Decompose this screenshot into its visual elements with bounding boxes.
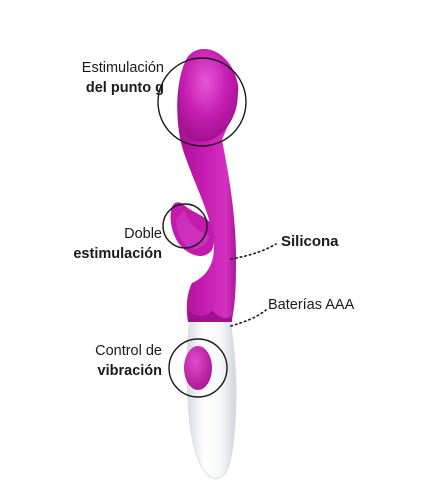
control-button <box>184 346 212 390</box>
label-g-spot-line1: Estimulación <box>81 60 164 76</box>
base-fold <box>188 310 232 322</box>
head <box>179 49 238 142</box>
label-control-line2: vibración <box>97 363 162 379</box>
label-material: Silicona <box>281 233 339 250</box>
clitoral-arm-shade <box>176 210 210 249</box>
label-g-spot: Estimulación del punto g <box>64 58 164 98</box>
callout-circle-dual <box>162 203 208 249</box>
leader-baterias <box>230 309 267 327</box>
label-dual: Doble estimulación <box>60 224 162 264</box>
label-control: Control de vibración <box>60 341 162 381</box>
label-dual-line1: Doble <box>124 226 162 242</box>
label-control-line1: Control de <box>95 343 162 359</box>
label-dual-line2: estimulación <box>73 246 162 262</box>
label-g-spot-line2: del punto g <box>85 80 164 96</box>
label-battery: Baterías AAA <box>268 297 355 313</box>
callout-circle-g <box>157 57 247 147</box>
leader-silicona <box>230 243 277 260</box>
callout-circle-control <box>168 338 228 398</box>
